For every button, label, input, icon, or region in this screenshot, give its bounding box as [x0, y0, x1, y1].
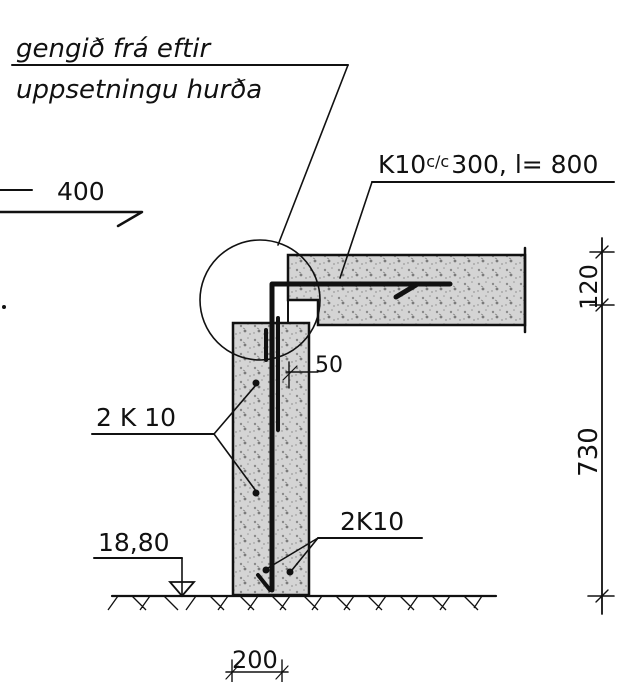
dim-400-label: 400: [57, 177, 105, 206]
dim-slash-bottom: [595, 589, 609, 603]
level-marker-triangle: [168, 581, 196, 598]
dim-slash-mid: [595, 298, 609, 312]
rebar-bottom-leader-left: [267, 537, 319, 569]
note-leader: [277, 64, 349, 246]
dim-50-label: 50: [315, 353, 343, 378]
dim-200-slash-left: [225, 665, 239, 680]
dim-400-line: [0, 210, 144, 228]
dim-200-slash-right: [275, 665, 289, 680]
label-rebar-bottom: 2K10: [340, 507, 404, 536]
rebar-hook-top: [393, 282, 419, 300]
rebar-left-leader-lower: [213, 433, 257, 492]
detail-circle: [199, 239, 321, 361]
label-rebar-top: K10c/c300, l= 800: [378, 150, 598, 179]
rebar-l-bar: [269, 281, 453, 593]
rebar-bottom-hook: [256, 573, 272, 592]
rebar-top-leader: [339, 181, 373, 279]
rebar-left-leader-upper: [213, 384, 257, 435]
rebar-dot-lower: [252, 489, 260, 497]
dim-50-slash: [282, 365, 298, 381]
stray-mark: [2, 305, 6, 309]
label-rebar-left: 2 K 10: [96, 403, 176, 432]
rebar-dot-upper: [252, 379, 260, 387]
note-line-1: gengið frá eftir: [16, 34, 212, 64]
note-line-2: uppsetningu hurða: [16, 75, 262, 105]
dim-slash-top: [595, 245, 609, 259]
rebar-bottom-leader-right: [291, 537, 319, 571]
dim-120-label: 120: [575, 264, 603, 310]
ground-hatch: [107, 595, 483, 611]
level-label: 18,80: [98, 528, 170, 557]
dim-200-label: 200: [232, 646, 278, 674]
dim-730-label: 730: [574, 427, 604, 477]
